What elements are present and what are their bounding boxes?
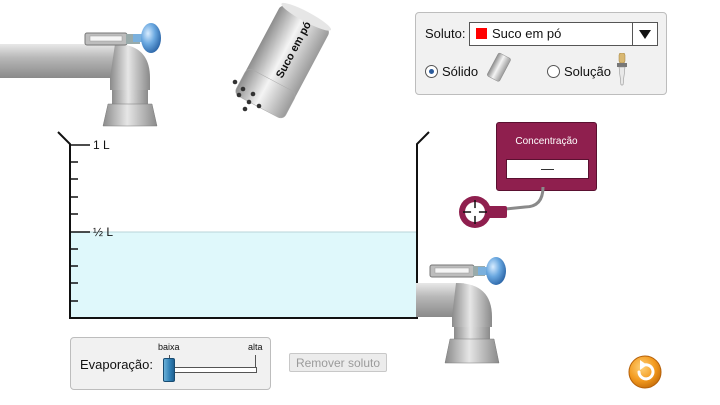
meter-display: — <box>506 159 589 179</box>
solute-shaker[interactable] <box>215 2 345 127</box>
solute-color-swatch <box>476 28 487 39</box>
solid-radio-label[interactable]: Sólido <box>442 64 479 79</box>
shaker-icon <box>487 52 511 82</box>
solute-combobox[interactable]: Suco em pó <box>469 22 658 46</box>
concentration-meter[interactable]: Concentração — <box>496 122 597 191</box>
evaporation-slider-thumb[interactable] <box>163 358 175 382</box>
top-faucet-handle[interactable] <box>133 22 163 56</box>
beaker-label-1l: 1 L <box>93 138 110 152</box>
beaker-liquid <box>70 232 417 318</box>
reset-button[interactable] <box>628 355 662 389</box>
solid-radio[interactable] <box>425 65 438 78</box>
solute-selected-value: Suco em pó <box>492 26 562 41</box>
beaker-label-half-l: ½ L <box>93 225 114 239</box>
evaporation-panel: Evaporação: baixa alta <box>70 337 271 390</box>
drain-faucet <box>416 264 500 364</box>
evaporation-high-label: alta <box>248 342 263 352</box>
slider-tick-high <box>255 355 256 367</box>
solute-dropdown-button[interactable] <box>632 23 657 45</box>
remove-solute-button[interactable]: Remover soluto <box>289 353 387 372</box>
solution-radio[interactable] <box>547 65 560 78</box>
chevron-down-icon <box>639 30 651 39</box>
meter-title: Concentração <box>515 136 578 147</box>
evaporation-low-label: baixa <box>158 342 180 352</box>
evaporation-label: Evaporação: <box>80 357 153 372</box>
dropper-icon <box>617 53 627 86</box>
radio-selected-dot <box>429 69 434 74</box>
meter-probe[interactable] <box>457 196 509 230</box>
meter-cable <box>504 186 545 211</box>
drain-faucet-handle[interactable] <box>478 256 508 290</box>
solute-label: Soluto: <box>425 26 466 41</box>
solute-panel: Soluto: Suco em pó Sólido Solução <box>415 12 667 95</box>
solution-radio-label[interactable]: Solução <box>564 64 611 79</box>
evaporation-slider-track[interactable] <box>168 367 257 373</box>
reset-icon <box>637 360 655 381</box>
